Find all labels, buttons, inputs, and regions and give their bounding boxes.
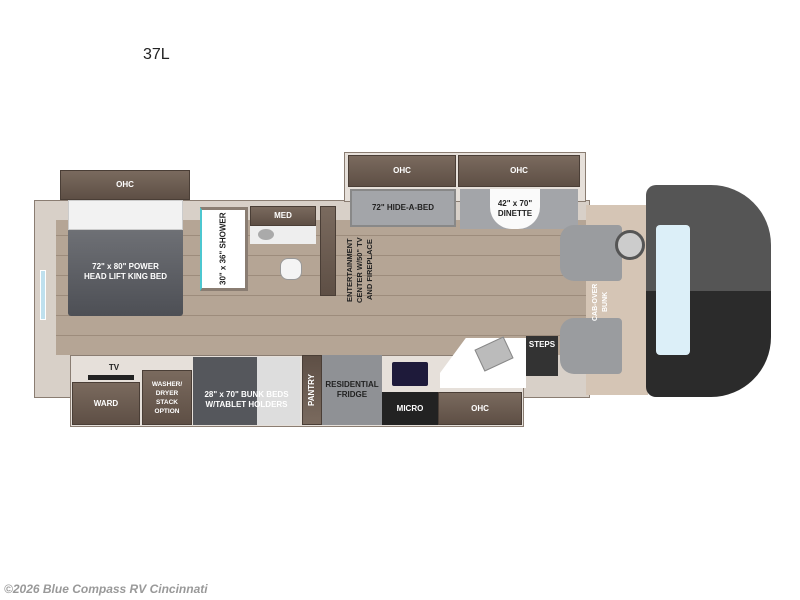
wardrobe: WARD [72, 382, 140, 425]
watermark: ©2026 Blue Compass RV Cincinnati [4, 582, 208, 596]
toilet-icon [280, 258, 302, 280]
dinette-ohc: OHC [458, 155, 580, 187]
hide-a-bed-sofa: 72" HIDE-A-BED [350, 189, 456, 227]
rear-window [40, 270, 46, 320]
tv-label: TV [108, 363, 120, 372]
kitchen-ohc: OHC [438, 392, 522, 425]
king-bed: 72" x 80" POWER HEAD LIFT KING BED [68, 228, 183, 316]
bedroom-ohc: OHC [60, 170, 190, 200]
windshield [656, 225, 690, 355]
steps: STEPS [526, 336, 558, 376]
residential-fridge: RESIDENTIAL FRIDGE [322, 355, 382, 425]
cooktop-icon [392, 362, 428, 386]
passenger-seat-icon [560, 318, 622, 374]
entertainment-cabinet [320, 206, 336, 296]
washer-dryer: WASHER/ DRYER STACK OPTION [142, 370, 192, 425]
steering-wheel-icon [615, 230, 645, 260]
vanity-sink-icon [250, 226, 316, 244]
bunk-beds: 28" x 70" BUNK BEDS W/TABLET HOLDERS [193, 357, 300, 425]
pantry: PANTRY [302, 355, 322, 425]
tv-icon [88, 375, 134, 380]
model-title: 37L [143, 46, 170, 63]
shower: 30" x 36" SHOWER [200, 207, 248, 291]
sofa-ohc: OHC [348, 155, 456, 187]
medicine-cabinet: MED [250, 206, 316, 226]
dinette-table: 42" x 70" DINETTE [490, 189, 540, 229]
pillows [68, 200, 183, 230]
microwave: MICRO [382, 392, 438, 425]
entertainment-label: ENTERTAINMENT CENTER W/50" TV AND FIREPL… [345, 237, 374, 303]
cab-over-bunk-label: CAB-OVER BUNK [592, 283, 609, 321]
driver-seat-icon [560, 225, 622, 281]
